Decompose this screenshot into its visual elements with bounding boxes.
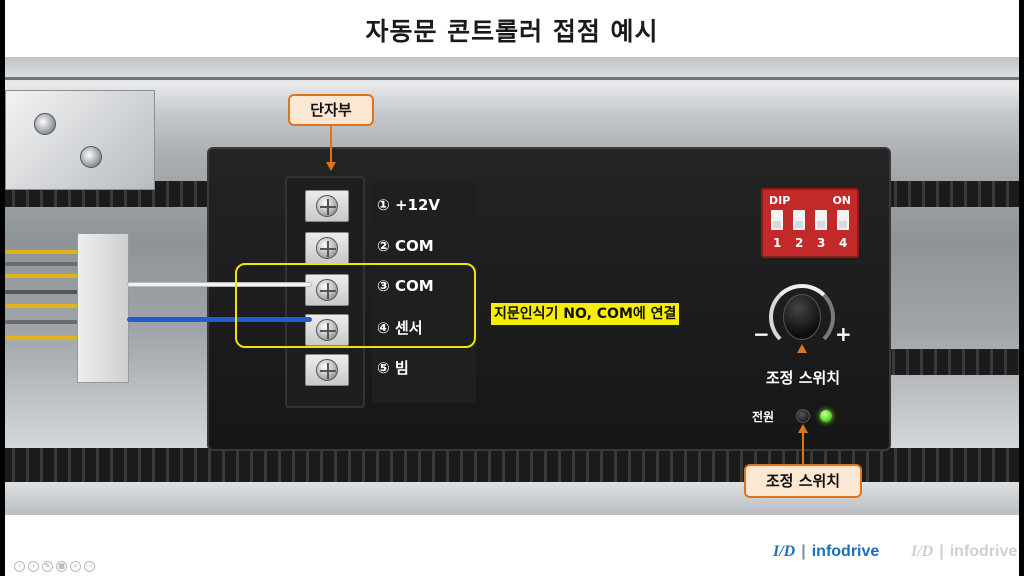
adjust-knob[interactable] bbox=[783, 294, 821, 340]
next-icon[interactable]: › bbox=[28, 561, 39, 572]
dip-number: 1 bbox=[773, 236, 782, 250]
terminal-label-3: ③ COM bbox=[377, 277, 434, 295]
drive-belt-middle bbox=[885, 349, 1019, 375]
arrow-up-icon bbox=[797, 344, 807, 353]
screw-icon bbox=[316, 359, 338, 381]
terminal-label-1: ① +12V bbox=[377, 196, 440, 214]
power-led bbox=[820, 410, 832, 422]
terminal-2 bbox=[305, 232, 349, 264]
power-label: 전원 bbox=[752, 410, 775, 424]
blue-wire bbox=[127, 317, 312, 322]
fingerprint-note: 지문인식기 NO, COM에 연결 bbox=[491, 303, 680, 325]
terminal-3 bbox=[305, 274, 349, 306]
terminal-5 bbox=[305, 354, 349, 386]
screw-icon bbox=[316, 319, 338, 341]
screw-icon bbox=[316, 237, 338, 259]
dip-number: 4 bbox=[839, 236, 848, 250]
terminal-block bbox=[285, 176, 365, 408]
highlight-box bbox=[235, 263, 476, 348]
rail-edge bbox=[5, 77, 1019, 80]
arrow-up-icon bbox=[798, 424, 808, 433]
dip-number: 2 bbox=[795, 236, 804, 250]
mounting-bracket bbox=[5, 90, 155, 190]
infodrive-logo: I/D|infodrive bbox=[773, 543, 880, 560]
pen-icon[interactable]: ✎ bbox=[42, 561, 53, 572]
zoom-icon[interactable]: ⌕ bbox=[70, 561, 81, 572]
terminal-label-4: ④ 센서 bbox=[377, 319, 423, 337]
dip-on-label: ON bbox=[832, 194, 851, 207]
bolt-icon bbox=[34, 113, 56, 135]
slideshow-toolbar: ‹ › ✎ ▦ ⌕ ⋯ bbox=[14, 561, 95, 572]
plus-icon: + bbox=[835, 322, 852, 346]
arrow-down-icon bbox=[326, 162, 336, 171]
dip-switch-2[interactable] bbox=[793, 210, 805, 230]
screw-icon bbox=[316, 279, 338, 301]
prev-icon[interactable]: ‹ bbox=[14, 561, 25, 572]
slide: 자동문 콘트롤러 접점 예시 ① +12V ② COM ③ COM ④ 센서 ⑤… bbox=[5, 0, 1019, 576]
terminal-label-panel bbox=[372, 183, 476, 403]
callout-adjust-switch: 조정 스위치 bbox=[744, 464, 862, 498]
connector-housing bbox=[77, 233, 129, 383]
infodrive-logo-faded: I/D|infodrive bbox=[911, 543, 1018, 560]
view-icon[interactable]: ▦ bbox=[56, 561, 67, 572]
dip-label: DIP bbox=[769, 194, 791, 207]
dip-number: 3 bbox=[817, 236, 826, 250]
minus-icon: − bbox=[753, 322, 770, 346]
bolt-icon bbox=[80, 146, 102, 168]
terminal-label-5: ⑤ 빔 bbox=[377, 359, 409, 377]
callout-terminal: 단자부 bbox=[288, 94, 374, 126]
dip-switch[interactable]: DIP ON 1 2 3 4 bbox=[761, 188, 859, 258]
knob-ring bbox=[769, 284, 835, 350]
more-icon[interactable]: ⋯ bbox=[84, 561, 95, 572]
power-button[interactable] bbox=[796, 409, 810, 423]
slide-title: 자동문 콘트롤러 접점 예시 bbox=[365, 17, 659, 46]
callout-arrow-terminal bbox=[330, 126, 332, 164]
dip-switch-4[interactable] bbox=[837, 210, 849, 230]
terminal-1 bbox=[305, 190, 349, 222]
dip-switch-3[interactable] bbox=[815, 210, 827, 230]
knob-label: 조정 스위치 bbox=[765, 369, 841, 387]
screw-icon bbox=[316, 195, 338, 217]
callout-arrow-adjust bbox=[802, 432, 804, 464]
white-wire bbox=[127, 282, 312, 287]
terminal-4 bbox=[305, 314, 349, 346]
terminal-label-2: ② COM bbox=[377, 237, 434, 255]
drive-belt-lower bbox=[5, 448, 1019, 482]
dip-switch-1[interactable] bbox=[771, 210, 783, 230]
